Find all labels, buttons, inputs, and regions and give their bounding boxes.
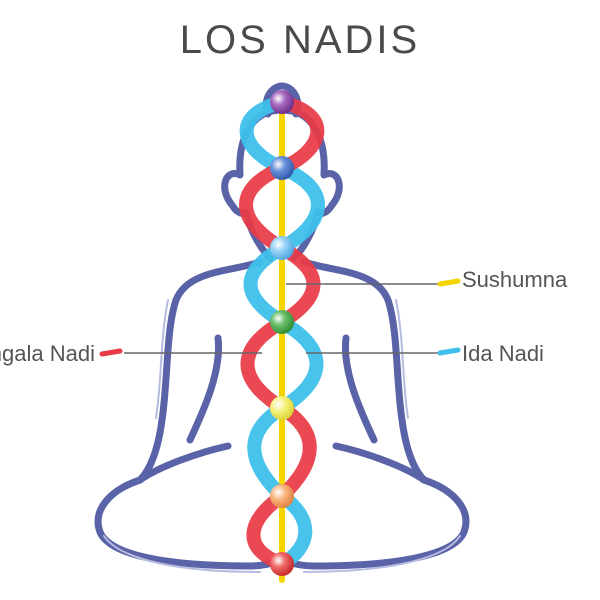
chakra-solar-plexus — [270, 396, 294, 420]
sushumna-label: Sushumna — [462, 267, 568, 292]
page-title: LOS NADIS — [179, 18, 421, 62]
chakra-crown — [270, 90, 294, 114]
chakra-third-eye — [270, 156, 294, 180]
leader-lines — [124, 283, 440, 354]
ida-nadi-label: Ida Nadi — [462, 341, 544, 366]
chakra-sacral — [270, 484, 294, 508]
body-outline-shadow — [103, 299, 461, 573]
pingala-swatch — [99, 348, 123, 357]
pingala-nadi-label: Pingala Nadi — [0, 341, 95, 366]
sushumna-swatch — [437, 278, 461, 287]
chakra-root — [270, 552, 294, 576]
chakra-throat — [270, 236, 294, 260]
ida-swatch — [437, 347, 461, 356]
chakra-heart — [270, 310, 294, 334]
